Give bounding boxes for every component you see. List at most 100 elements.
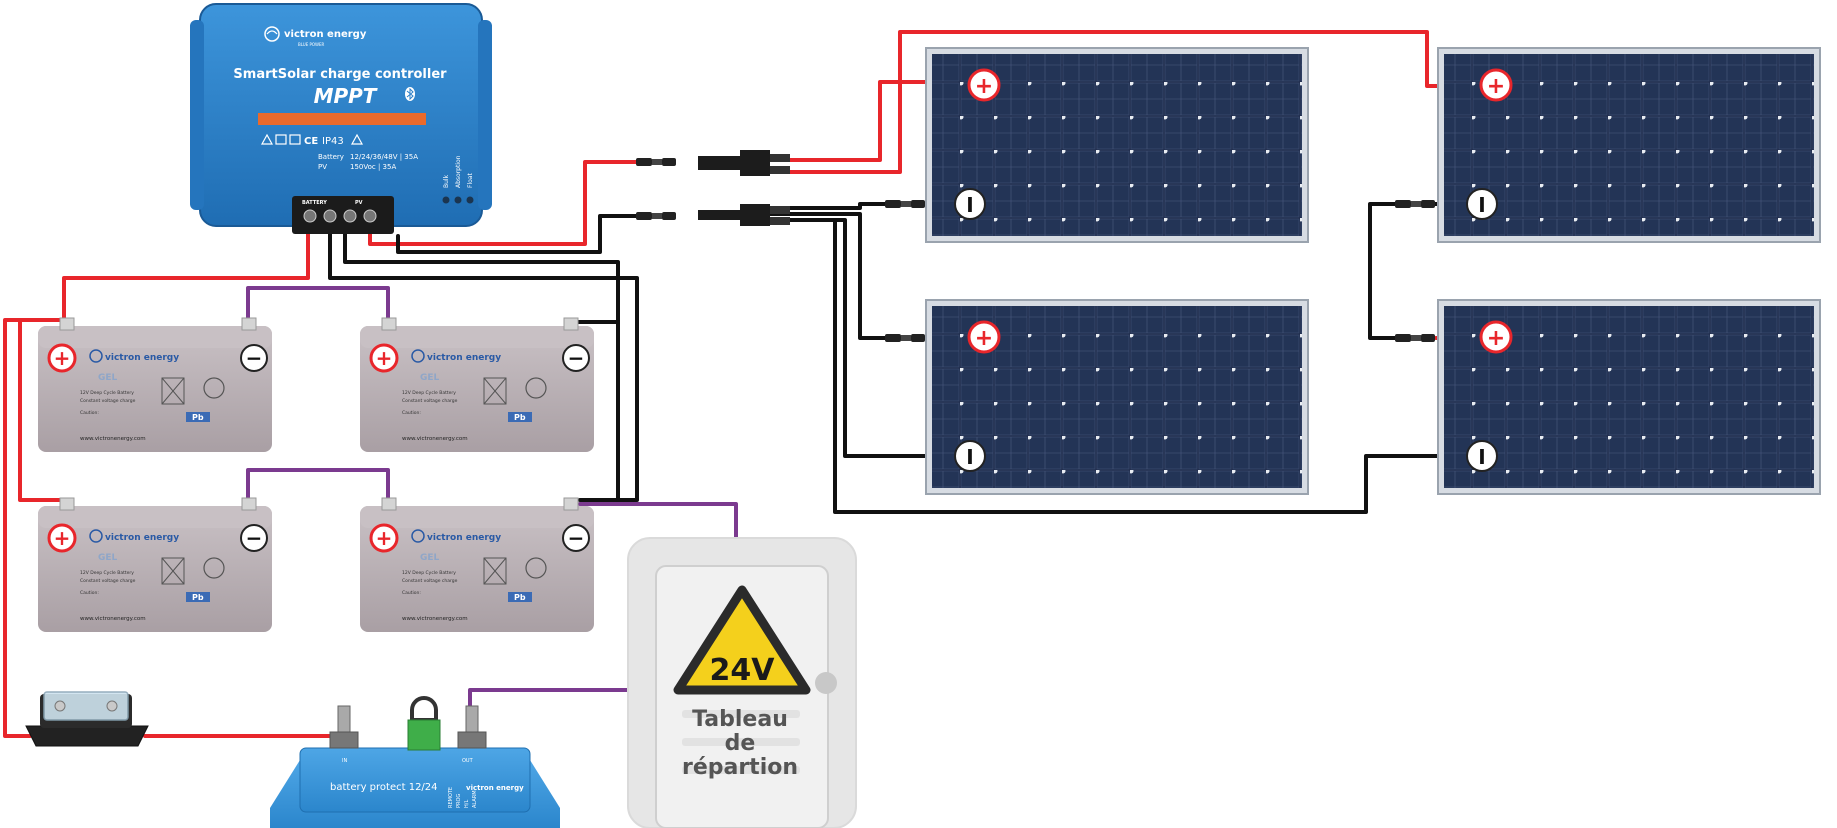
recycle-icon bbox=[483, 557, 547, 585]
batteries: + − victron energy GEL 12V Deep Cycle Ba… bbox=[38, 317, 594, 632]
battery-website: www.victronenergy.com bbox=[402, 616, 468, 622]
wire-bat3-bat4 bbox=[246, 468, 390, 502]
panel-plus-symbol: + bbox=[975, 74, 993, 99]
panel-plus-icon bbox=[1479, 320, 1513, 354]
battery-type: GEL bbox=[420, 373, 440, 383]
led-label-float: Float bbox=[467, 173, 474, 188]
battery-line2: Constant voltage charge bbox=[402, 398, 458, 404]
wire-mppt-bat1 bbox=[62, 224, 310, 322]
protect-label: battery protect 12/24 bbox=[330, 782, 438, 793]
battery-line2: Constant voltage charge bbox=[80, 398, 136, 404]
protect-brand: victron energy bbox=[466, 784, 524, 792]
battery-line1: 12V Deep Cycle Battery bbox=[80, 570, 134, 576]
battery-line3: Caution: bbox=[402, 410, 421, 416]
solar-panel-2: + I bbox=[925, 299, 1309, 495]
y-branch-connector-minus bbox=[698, 204, 790, 226]
terminal-pv-label: PV bbox=[355, 200, 363, 206]
pin-prog: PROG bbox=[456, 794, 462, 808]
panel-minus-icon bbox=[1466, 440, 1498, 472]
battery-2: + − victron energy GEL 12V Deep Cycle Ba… bbox=[360, 317, 594, 452]
panel-minus-icon bbox=[954, 440, 986, 472]
battery-type: GEL bbox=[98, 553, 118, 563]
mc4-connector bbox=[885, 334, 925, 342]
wire-pv-panel2-plus bbox=[768, 212, 902, 340]
recycle-icon bbox=[161, 557, 225, 585]
battery-plus-symbol: + bbox=[54, 526, 71, 550]
mc4-connector bbox=[885, 200, 925, 208]
wire-pv-panel4-minus bbox=[768, 218, 1482, 514]
wire-fuse-protect bbox=[143, 734, 342, 748]
battery-line3: Caution: bbox=[80, 590, 99, 596]
fuse-holder bbox=[25, 691, 149, 747]
mc4-connector bbox=[1395, 200, 1435, 208]
battery-plus-icon bbox=[47, 523, 77, 553]
battery-plus-icon bbox=[369, 523, 399, 553]
battery-pb: Pb bbox=[514, 413, 526, 422]
battery-plus-symbol: + bbox=[54, 346, 71, 370]
wire-panel-protect bbox=[468, 688, 632, 722]
led-label-bulk: Bulk bbox=[443, 174, 450, 188]
mppt-rating: IP43 bbox=[322, 136, 344, 147]
battery-minus-symbol: − bbox=[246, 526, 263, 550]
wire-bat1-bat3 bbox=[18, 318, 64, 502]
panel-plus-symbol: + bbox=[975, 326, 993, 351]
terminal-screw bbox=[363, 209, 377, 223]
panel-plus-icon bbox=[967, 68, 1001, 102]
pb-badge bbox=[508, 592, 532, 602]
mppt-model: MPPT bbox=[314, 84, 378, 108]
panel-plus-icon bbox=[967, 320, 1001, 354]
battery-protect: battery protect 12/24 victron energy OUT… bbox=[270, 696, 560, 828]
solar-panel-1: + I bbox=[925, 47, 1309, 243]
battery-plus-icon bbox=[369, 343, 399, 373]
battery-line3: Caution: bbox=[402, 590, 421, 596]
battery-website: www.victronenergy.com bbox=[80, 616, 146, 622]
warning-triangle-icon bbox=[673, 585, 811, 695]
panel-minus-symbol: I bbox=[966, 193, 973, 217]
panel-minus-icon bbox=[1466, 188, 1498, 220]
battery-4: + − victron energy GEL 12V Deep Cycle Ba… bbox=[360, 497, 594, 632]
battery-brand: victron energy bbox=[427, 353, 501, 363]
battery-minus-icon bbox=[562, 524, 590, 552]
panel-minus-icon bbox=[954, 188, 986, 220]
led-float bbox=[466, 196, 474, 204]
battery-pb: Pb bbox=[514, 593, 526, 602]
protect-pin-labels: REMOTE PROG H/L ALARM bbox=[448, 787, 478, 808]
battery-minus-icon bbox=[240, 344, 268, 372]
wire-mppt-pv-minus bbox=[396, 214, 642, 254]
battery-type: GEL bbox=[420, 553, 440, 563]
battery-pb: Pb bbox=[192, 593, 204, 602]
battery-plus-icon bbox=[47, 343, 77, 373]
mppt-pv-label: PV bbox=[318, 163, 327, 171]
recycle-icon bbox=[161, 377, 225, 405]
distribution-panel: 24V Tableau de répartion bbox=[627, 537, 857, 828]
protect-in-label: IN bbox=[342, 758, 347, 764]
panel-plus-icon bbox=[1479, 68, 1513, 102]
panel-plus-symbol: + bbox=[1487, 326, 1505, 351]
battery-3: + − victron energy GEL 12V Deep Cycle Ba… bbox=[38, 497, 272, 632]
battery-minus-icon bbox=[240, 524, 268, 552]
battery-type: GEL bbox=[98, 373, 118, 383]
wire-mppt-bat2-neg bbox=[343, 226, 620, 502]
battery-brand: victron energy bbox=[105, 533, 179, 543]
battery-plus-symbol: + bbox=[376, 526, 393, 550]
battery-brand: victron energy bbox=[427, 533, 501, 543]
mppt-cert-icons: CE bbox=[260, 133, 318, 147]
pb-badge bbox=[508, 412, 532, 422]
mppt-status-leds: Bulk Absorption Float bbox=[442, 155, 474, 204]
mc4-connector bbox=[636, 158, 676, 166]
panel-minus-symbol: I bbox=[966, 445, 973, 469]
wire-pv-panel1-plus bbox=[758, 80, 950, 162]
panel-minus-symbol: I bbox=[1478, 193, 1485, 217]
mppt-battery-spec: 12/24/36/48V | 35A bbox=[350, 153, 418, 161]
protect-terminal-green bbox=[407, 696, 441, 751]
solar-panel-3: + I bbox=[1437, 47, 1821, 243]
wire-bat4-panel bbox=[578, 502, 738, 542]
wire-panel3-panel4 bbox=[1368, 202, 1402, 340]
protect-out-label: OUT bbox=[462, 758, 474, 764]
mc4-connector bbox=[1395, 334, 1435, 342]
terminal-screw bbox=[323, 209, 337, 223]
solar-panel-4: + I bbox=[1437, 299, 1821, 495]
mppt-orange-bar bbox=[258, 113, 426, 125]
